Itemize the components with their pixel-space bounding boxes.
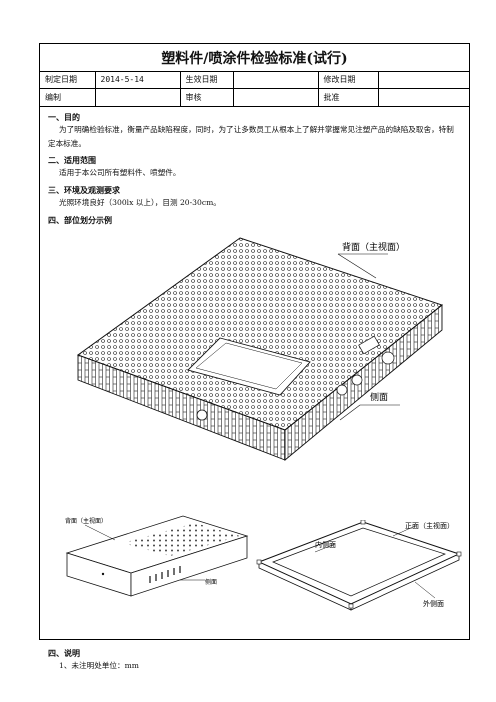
section-heading: 四、部位划分示例 bbox=[48, 215, 112, 225]
label-small-back: 背面（主视面） bbox=[65, 517, 107, 525]
meta-label: 生效日期 bbox=[179, 71, 234, 89]
meta-value bbox=[377, 88, 469, 107]
section-heading: 一、目的 bbox=[48, 112, 80, 122]
section-text: 光照环境良好（300lx 以上），目测 20-30cm。 bbox=[59, 198, 221, 207]
label-small-side: 侧面 bbox=[205, 578, 217, 586]
label-inner-side: 内侧面 bbox=[315, 540, 336, 549]
meta-label: 审核 bbox=[179, 88, 234, 107]
meta-label: 制定日期 bbox=[40, 71, 96, 89]
meta-label: 修改日期 bbox=[317, 71, 379, 89]
label-side-main: 侧面 bbox=[370, 391, 388, 403]
inspection-sheet: 塑料件/喷涂件检验标准(试行) 制定日期 2014-5-14 生效日期 修改日期… bbox=[39, 43, 470, 670]
section-heading: 四、说明 bbox=[48, 648, 80, 658]
meta-value bbox=[94, 88, 181, 107]
section-heading: 二、适用范围 bbox=[48, 155, 96, 165]
meta-value bbox=[232, 71, 319, 89]
main-part-drawing: 背面（主视面） 侧面 bbox=[76, 237, 444, 461]
document-title: 塑料件/喷涂件检验标准(试行) bbox=[40, 44, 469, 72]
meta-label: 编制 bbox=[40, 88, 96, 107]
tray-frame-drawing: 正面（主视面） 内侧面 外侧面 bbox=[256, 520, 462, 611]
small-box-drawing: 背面（主视面） 侧面 bbox=[65, 515, 249, 597]
label-back-main: 背面（主视面） bbox=[342, 241, 405, 253]
section-heading: 三、环境及观测要求 bbox=[48, 185, 120, 195]
meta-table: 制定日期 2014-5-14 生效日期 修改日期 编制 审核 批准 bbox=[40, 71, 469, 107]
meta-value bbox=[232, 88, 319, 107]
label-front-main: 正面（主视面） bbox=[405, 521, 454, 530]
meta-row: 制定日期 2014-5-14 生效日期 修改日期 bbox=[40, 71, 469, 89]
label-outer-side: 外侧面 bbox=[423, 599, 444, 608]
section-text: 适用于本公司所有塑料件、喷塑件。 bbox=[59, 168, 181, 177]
meta-label: 批准 bbox=[317, 88, 379, 107]
section-text: 为了明确检验标准，衡量产品缺陷程度，同时，为了让多数员工从根本上了解并掌握常见注… bbox=[48, 125, 454, 148]
section-text: 1、未注明处单位：mm bbox=[59, 661, 139, 670]
meta-value: 2014-5-14 bbox=[94, 71, 181, 89]
meta-value bbox=[377, 71, 469, 89]
meta-row: 编制 审核 批准 bbox=[40, 88, 469, 107]
